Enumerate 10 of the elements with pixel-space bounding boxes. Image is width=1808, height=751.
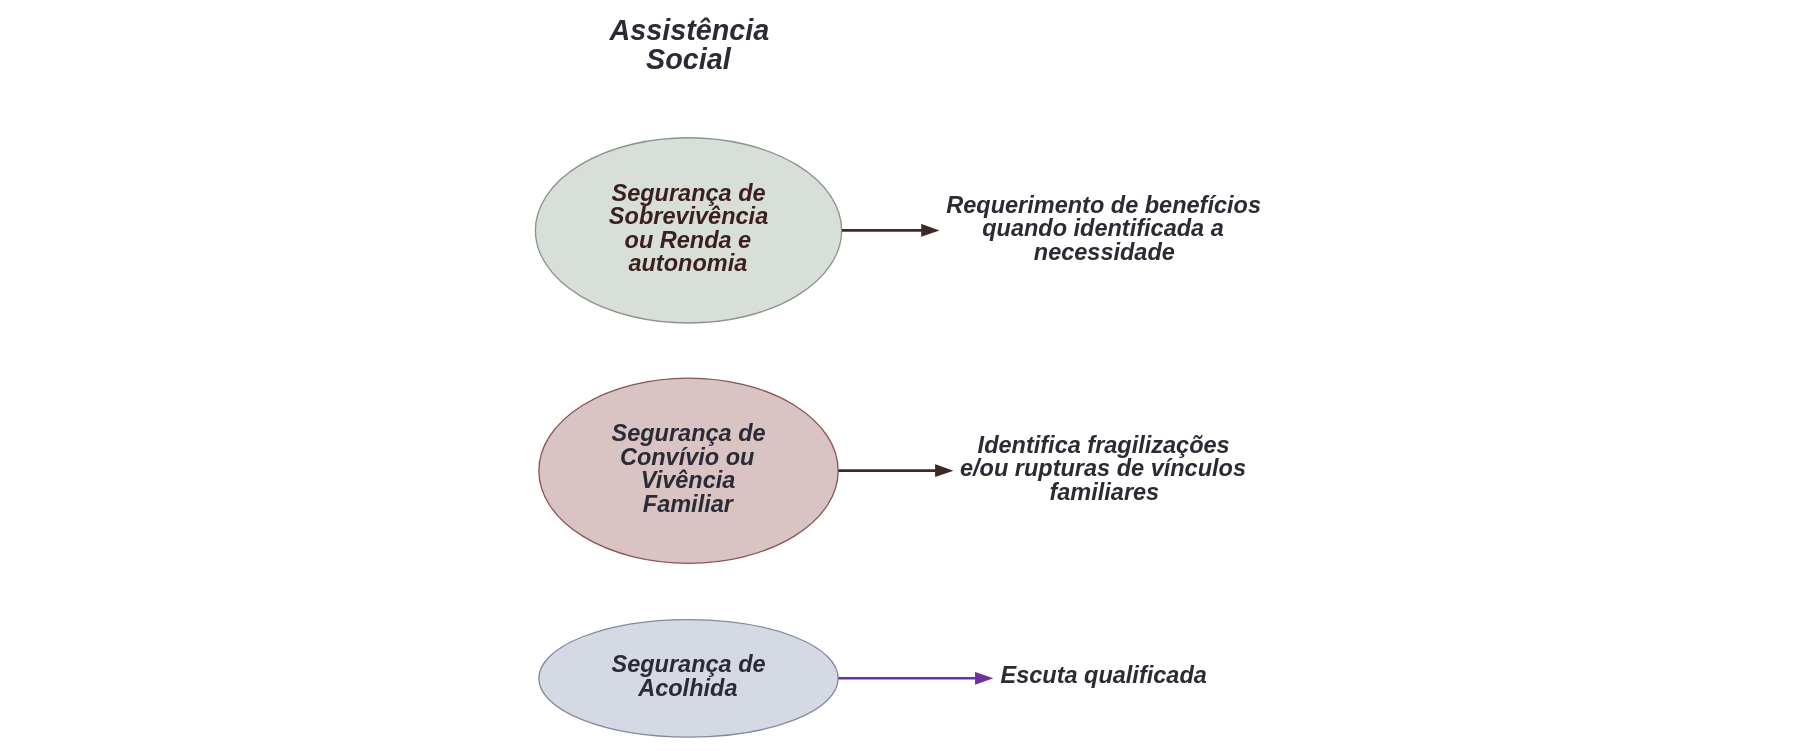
node-ellipse: Segurança de Sobrevivência ou Renda e autonomia — [534, 137, 843, 324]
node-text: Identifica fragilizações e/ou rupturas de vínculos familiares — [960, 431, 1246, 505]
node-ellipse: Segurança de Convívio ou Vivência Familiar — [538, 377, 839, 564]
node-ellipse: Segurança de Acolhida — [538, 618, 839, 738]
arrow — [838, 671, 994, 685]
label: Assistência Social — [609, 14, 770, 76]
arrow — [841, 223, 940, 237]
arrow — [838, 464, 954, 478]
node-text: Escuta qualificada — [1000, 661, 1207, 688]
node-text: Requerimento de benefícios quando identificada a necessidade — [946, 191, 1261, 265]
